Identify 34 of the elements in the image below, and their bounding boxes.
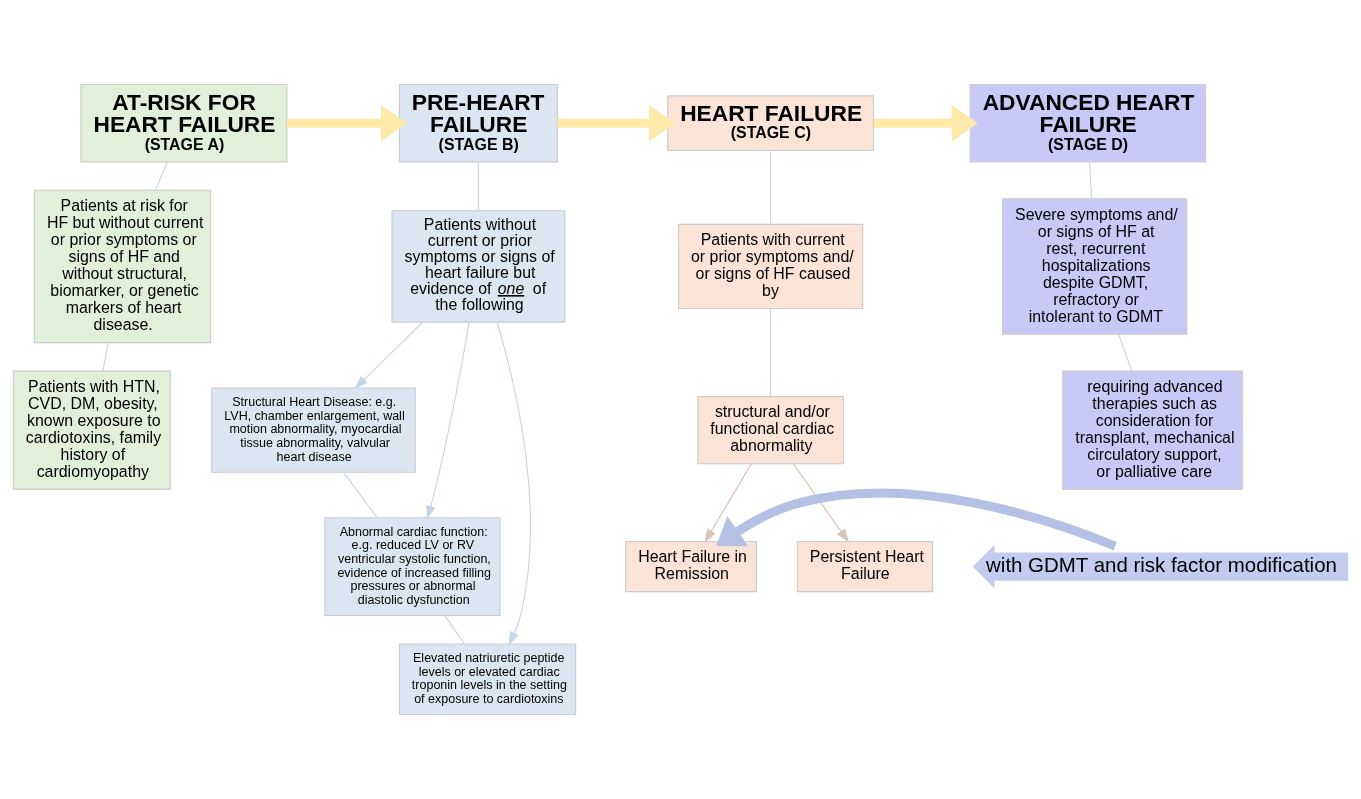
node-box: PRE-HEART FAILURE (STAGE B) xyxy=(398,84,558,163)
arrow xyxy=(716,488,1117,551)
connector xyxy=(477,161,479,212)
node-box: Patients at risk for HF but without current or prior symptoms or signs of HF and without structural, biomarker, or genetic markers of heart disease. xyxy=(33,189,212,344)
node-box: Patients with current or prior symptoms and/ or signs of HF caused by xyxy=(677,223,864,310)
node-box: Elevated natriuretic peptide levels or elevated cardiac troponin levels in the setting of exposure to cardiotoxins xyxy=(398,643,577,716)
node-box: Patients with HTN, CVD, DM, obesity, known exposure to cardiotoxins, family history of cardiomyopathy xyxy=(12,370,171,490)
arrow xyxy=(496,321,531,646)
node-box: Abnormal cardiac function: e.g. reduced LV or RV ventricular systolic function, evidence of increased filling pressures or abnormal diastolic dysfunction xyxy=(324,517,501,617)
node-box: Heart Failure in Remission xyxy=(625,541,757,593)
node-box: Patients without current or prior symptoms or signs of heart failure but evidence of one of the following xyxy=(391,210,566,323)
connector xyxy=(770,149,772,225)
connector xyxy=(1089,161,1092,200)
connector xyxy=(770,308,772,398)
connector xyxy=(1118,333,1133,372)
connector xyxy=(154,161,169,191)
node-box: Structural Heart Disease: e.g. LVH, chamber enlargement, wall motion abnormality, myocardial tissue abnormality, valvular heart disease xyxy=(211,387,416,473)
connector xyxy=(102,342,109,372)
node-box: HEART FAILURE (STAGE C) xyxy=(667,95,875,152)
node-box: Persistent Heart Failure xyxy=(796,541,934,593)
arrow xyxy=(792,463,849,543)
node-box: AT-RISK FOR HEART FAILURE (STAGE A) xyxy=(80,84,288,163)
arrow xyxy=(704,463,752,543)
arrow xyxy=(426,322,470,520)
connector xyxy=(343,471,378,519)
arrow xyxy=(354,321,424,389)
node-box: requiring advanced therapies such as consideration for transplant, mechanical circulatory support, or palliative care xyxy=(1062,370,1244,490)
arrow xyxy=(286,104,408,142)
node-box: ADVANCED HEART FAILURE (STAGE D) xyxy=(969,84,1207,163)
arrow xyxy=(557,104,676,142)
node-box: Severe symptoms and/ or signs of HF at rest, recurrent hospitalizations despite GDMT, refractory or intolerant to GDMT xyxy=(1002,198,1188,335)
connector xyxy=(444,615,465,645)
arrow xyxy=(873,104,978,142)
node-box: structural and/or functional cardiac abnormality xyxy=(697,396,844,465)
